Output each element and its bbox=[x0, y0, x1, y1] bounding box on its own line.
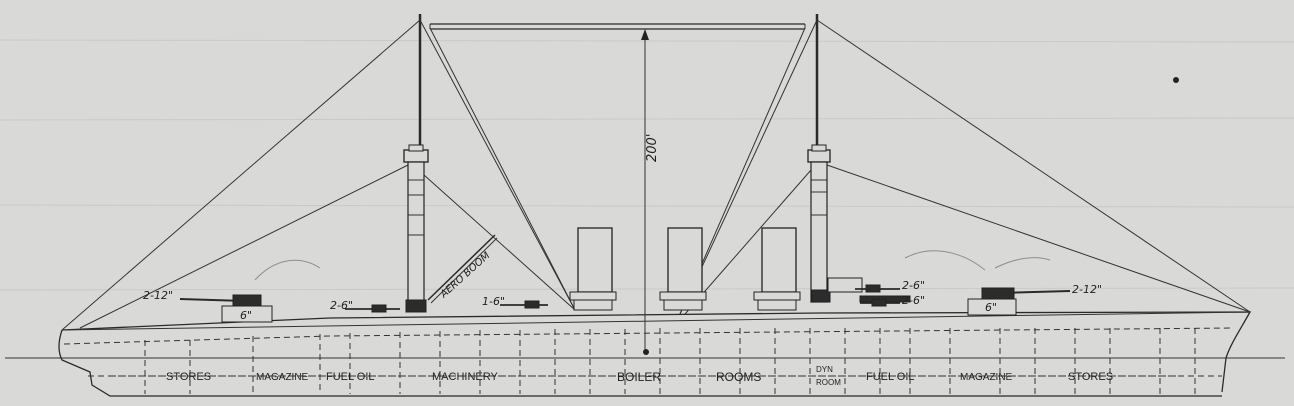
aero-boom: AERO BOOM bbox=[427, 234, 498, 304]
funnels bbox=[569, 227, 801, 311]
ink-spot bbox=[1173, 77, 1179, 83]
rigging bbox=[61, 19, 1251, 331]
aft-main-gun-label: 2-12" bbox=[143, 289, 173, 302]
fwd-main-turret: 2-12" 6" bbox=[967, 283, 1102, 316]
antenna bbox=[429, 23, 806, 30]
stores-aft-label: STORES bbox=[166, 371, 211, 383]
boiler-label: BOILER bbox=[617, 370, 661, 384]
aft-small-guns: 2-6" 1-6" bbox=[330, 295, 548, 313]
compartment-labels: STORES MAGAZINE FUEL OIL MACHINERY BOILE… bbox=[166, 365, 1113, 387]
height-dimension: 200' bbox=[641, 29, 660, 355]
paper-texture bbox=[0, 39, 1294, 291]
aero-boom-label: AERO BOOM bbox=[438, 250, 493, 301]
fuel-oil-fwd-label: FUEL OIL bbox=[866, 371, 915, 383]
training-arcs bbox=[254, 250, 1051, 281]
aft-single-gun-label: 1-6" bbox=[482, 295, 505, 308]
aft-main-turret: 2-12" 6" bbox=[143, 289, 273, 323]
magazine-aft-label: MAGAZINE bbox=[256, 372, 309, 383]
stores-fwd-label: STORES bbox=[1068, 371, 1113, 383]
fwd-upper-gun-label: 2-6" bbox=[902, 279, 925, 292]
forward-small-guns: 2-6" 2-6" bbox=[855, 279, 925, 307]
aft-mast bbox=[403, 14, 429, 313]
room-label: ROOM bbox=[816, 378, 841, 387]
rooms-label: ROOMS bbox=[716, 370, 761, 384]
fwd-secondary-caliber-label: 6" bbox=[985, 301, 997, 314]
aft-small-gun-label: 2-6" bbox=[330, 299, 353, 312]
hull bbox=[58, 311, 1252, 397]
height-dimension-label: 200' bbox=[645, 134, 660, 162]
dyn-label: DYN bbox=[816, 365, 833, 374]
fuel-oil-aft-label: FUEL OIL bbox=[326, 371, 375, 383]
magazine-fwd-label: MAGAZINE bbox=[960, 372, 1013, 383]
fwd-lower-gun-label: 2-6" bbox=[902, 294, 925, 307]
machinery-label: MACHINERY bbox=[432, 371, 498, 383]
aft-secondary-caliber-label: 6" bbox=[240, 309, 252, 322]
fwd-main-gun-label: 2-12" bbox=[1072, 283, 1102, 296]
fore-mast bbox=[807, 14, 831, 303]
